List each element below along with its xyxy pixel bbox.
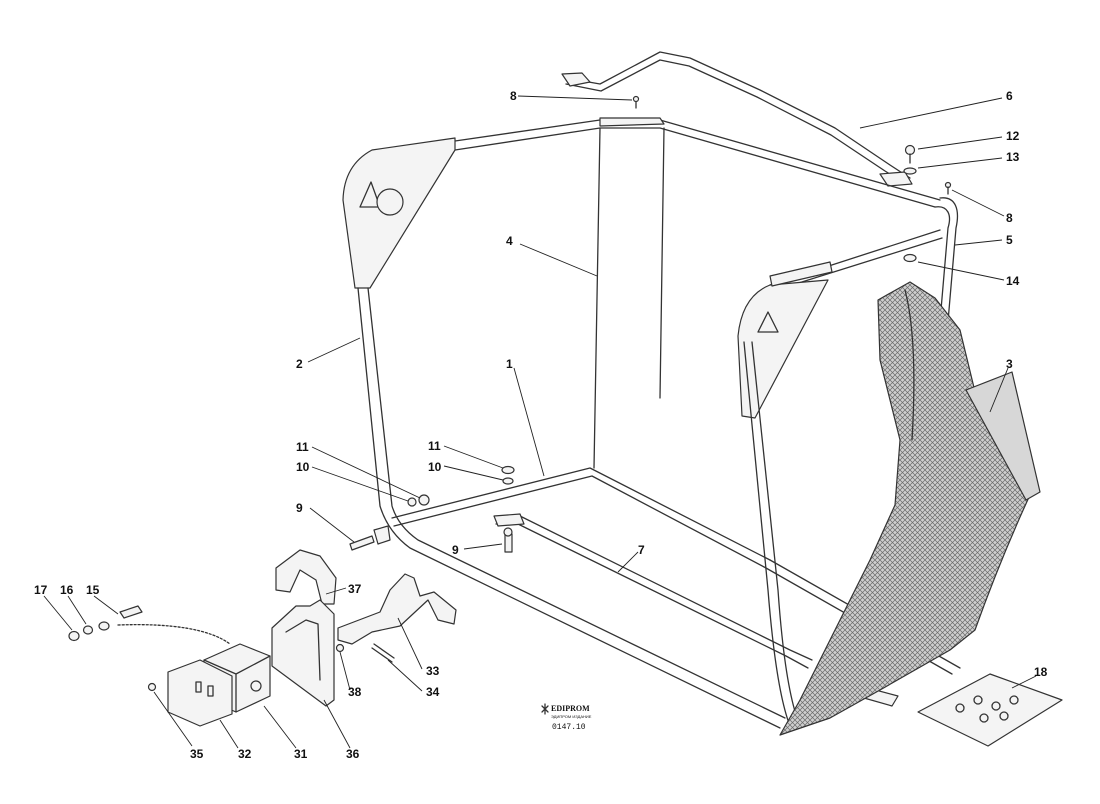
callout-8b: 8 <box>1006 211 1013 225</box>
part-14-nut <box>903 253 917 263</box>
part-18-hardware-bag <box>917 673 1063 747</box>
callout-34: 34 <box>426 685 440 699</box>
callout-15: 15 <box>86 583 100 597</box>
part-8-screw-top <box>632 95 640 109</box>
callout-9b: 9 <box>452 543 459 557</box>
callout-3: 3 <box>1006 357 1013 371</box>
callout-36: 36 <box>346 747 360 761</box>
callout-12: 12 <box>1006 129 1020 143</box>
part-right-side-frame <box>737 261 833 727</box>
part-37-bracket <box>275 549 337 605</box>
part-33-lever <box>337 573 457 645</box>
logo-mark-icon <box>541 703 549 715</box>
callout-35: 35 <box>190 747 204 761</box>
callout-8a: 8 <box>510 89 517 103</box>
callout-14: 14 <box>1006 274 1020 288</box>
callout-31: 31 <box>294 747 308 761</box>
part-6-handle <box>561 51 913 187</box>
part-10-11-left-fasteners <box>407 494 430 507</box>
callout-16: 16 <box>60 583 74 597</box>
part-5-right-post <box>934 197 959 346</box>
callout-7: 7 <box>638 543 645 557</box>
part-cable <box>117 624 231 645</box>
callout-38: 38 <box>348 685 362 699</box>
callout-17: 17 <box>34 583 48 597</box>
callout-33: 33 <box>426 664 440 678</box>
part-31-32-latch-box <box>167 643 271 727</box>
part-36-latch-plate <box>271 599 335 707</box>
callout-5: 5 <box>1006 233 1013 247</box>
callout-labels: 8 6 12 13 8 5 14 4 3 2 1 11 10 11 10 9 9… <box>34 89 1048 761</box>
publisher-logo: EDIPROM ЭДИПРОМ ИЗДАНИЕ <box>541 703 592 719</box>
part-9-bolt-left <box>349 525 391 551</box>
callout-11a: 11 <box>296 440 309 454</box>
callout-32: 32 <box>238 747 252 761</box>
callout-37: 37 <box>348 582 362 596</box>
logo-tagline: ЭДИПРОМ ИЗДАНИЕ <box>551 714 592 719</box>
part-10-11-mid-fasteners <box>501 465 515 485</box>
part-3-grass-bag <box>779 281 1041 736</box>
part-15-16-17-fasteners <box>68 605 143 642</box>
callout-18: 18 <box>1034 665 1048 679</box>
part-38-pin <box>335 643 345 653</box>
leader-lines <box>43 95 1037 749</box>
part-12-bolt <box>904 144 916 164</box>
callout-6: 6 <box>1006 89 1013 103</box>
callout-13: 13 <box>1006 150 1020 164</box>
callout-11b: 11 <box>428 439 441 453</box>
callout-10b: 10 <box>428 460 442 474</box>
logo-name: EDIPROM <box>551 704 590 713</box>
part-34-spring <box>371 643 395 663</box>
drawing-code: 0147.10 <box>552 723 586 732</box>
part-9-bolt-mid <box>503 527 513 553</box>
part-2-left-frame <box>342 137 786 729</box>
part-35-screw <box>147 682 157 692</box>
callout-10a: 10 <box>296 460 310 474</box>
part-13-washer <box>903 167 917 175</box>
callout-1: 1 <box>506 357 513 371</box>
part-4-rear-frame <box>454 117 943 469</box>
callout-4: 4 <box>506 234 513 248</box>
part-8-screw-right <box>944 181 952 195</box>
callout-2: 2 <box>296 357 303 371</box>
callout-9a: 9 <box>296 501 303 515</box>
